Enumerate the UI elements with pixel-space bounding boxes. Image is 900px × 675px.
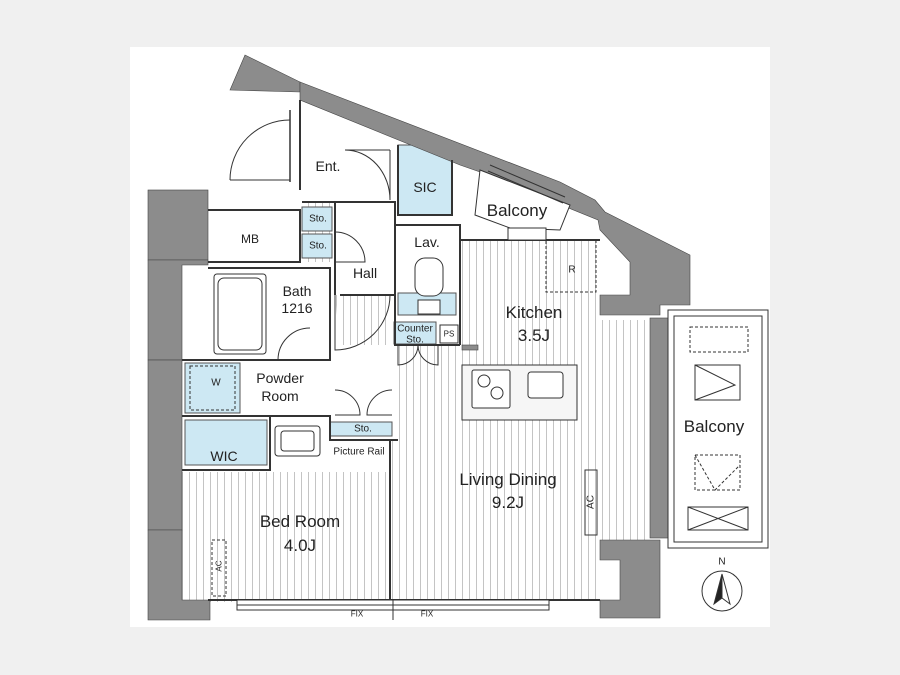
ac-living-label: AC: [585, 495, 597, 509]
toilet: [414, 257, 444, 297]
living-dining-label: Living Dining: [459, 470, 557, 490]
fixtures: [189, 239, 598, 597]
balcony-top-label: Balcony: [486, 201, 548, 221]
pipe-space-box: [439, 324, 459, 344]
refrigerator: [545, 239, 597, 293]
powder-room-label: Powder: [256, 369, 304, 386]
north-compass: [701, 570, 743, 612]
storage-3-label: Sto.: [354, 423, 372, 435]
pipe-space-label: PS: [443, 329, 455, 339]
washer-pan: [189, 365, 236, 411]
living-dining-size-label: 9.2J: [491, 493, 525, 513]
bath-size-label: 1216: [281, 299, 313, 316]
wet-areas: [184, 144, 457, 466]
ac-bed-label: AC: [214, 560, 224, 572]
washbasin: [274, 425, 321, 457]
balcony-top-structure: [474, 164, 571, 241]
bath-label: Bath: [282, 282, 312, 299]
hall-label: Hall: [352, 264, 378, 281]
bathtub: [213, 273, 267, 355]
ac-unit-living: [584, 469, 598, 536]
doors: [229, 110, 439, 416]
wic-label: WIC: [210, 447, 238, 464]
fix-right-label: FIX: [420, 609, 434, 619]
fix-left-label: FIX: [350, 609, 364, 619]
balcony-right-structure: [667, 309, 769, 549]
ac-unit-bed: [211, 539, 227, 597]
kitchen-size-label: 3.5J: [517, 326, 551, 346]
entrance-label: Ent.: [315, 157, 341, 174]
counter-storage-label: Counter: [397, 323, 433, 335]
picture-rail-label: Picture Rail: [333, 446, 385, 458]
kitchen-label: Kitchen: [505, 303, 563, 323]
powder-room-label-2: Room: [261, 387, 299, 404]
bed-room-label: Bed Room: [259, 512, 341, 532]
counter-storage-label-2: Sto.: [406, 334, 424, 346]
sic-label: SIC: [413, 178, 437, 195]
bed-room-size-label: 4.0J: [283, 536, 317, 556]
window-fix: [236, 599, 550, 620]
lavatory-label: Lav.: [414, 233, 440, 250]
washer-label: W: [211, 377, 221, 389]
mb-label: MB: [241, 232, 259, 247]
north-label: N: [718, 556, 726, 568]
storage-2-label: Sto.: [309, 240, 327, 252]
storage-1-label: Sto.: [309, 213, 327, 225]
balcony-right-label: Balcony: [683, 417, 745, 437]
walls: [147, 54, 691, 621]
refrigerator-label: R: [568, 264, 576, 276]
